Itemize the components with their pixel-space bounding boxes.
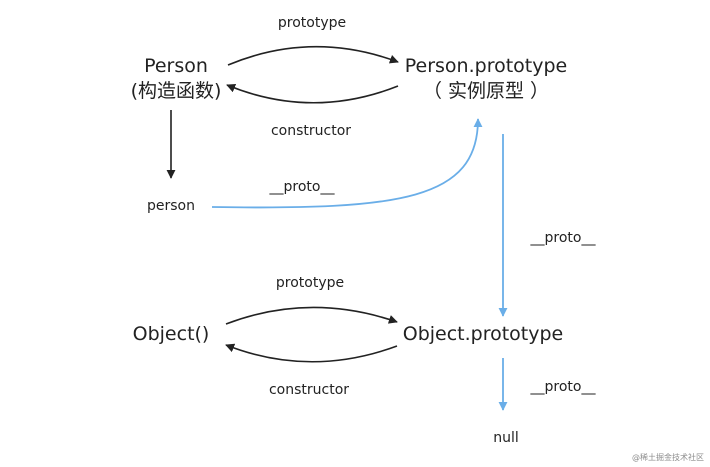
null-node: null <box>493 430 519 446</box>
edge-label-proto-person-prototype: __proto__ <box>530 230 597 246</box>
person-instance-node: person <box>147 198 195 214</box>
watermark-text: @稀土掘金技术社区 <box>632 452 704 462</box>
object-prototype-node: Object.prototype <box>403 323 564 345</box>
edge-label-proto-object-prototype: __proto__ <box>530 379 597 395</box>
person-constructor-subtitle: (构造函数) <box>131 80 222 102</box>
person-prototype-subtitle: （ 实例原型 ） <box>423 80 549 102</box>
edge-label-proto-person: __proto__ <box>269 179 336 195</box>
person-prototype-title: Person.prototype <box>405 55 567 77</box>
object-constructor-node: Object() <box>133 323 210 345</box>
edge-label-prototype-top: prototype <box>278 15 346 31</box>
arrow-prototype-to-person-constructor <box>226 83 399 104</box>
arrow-proto-person-to-person-prototype <box>211 118 483 209</box>
arrow-person-to-prototype <box>227 45 399 66</box>
edge-label-constructor-top: constructor <box>271 123 351 139</box>
arrow-object-to-object-prototype <box>225 306 398 325</box>
edge-label-constructor-bottom: constructor <box>269 382 349 398</box>
edge-label-prototype-bottom: prototype <box>276 275 344 291</box>
arrow-object-prototype-to-object <box>225 343 398 363</box>
person-constructor-title: Person <box>144 55 208 77</box>
